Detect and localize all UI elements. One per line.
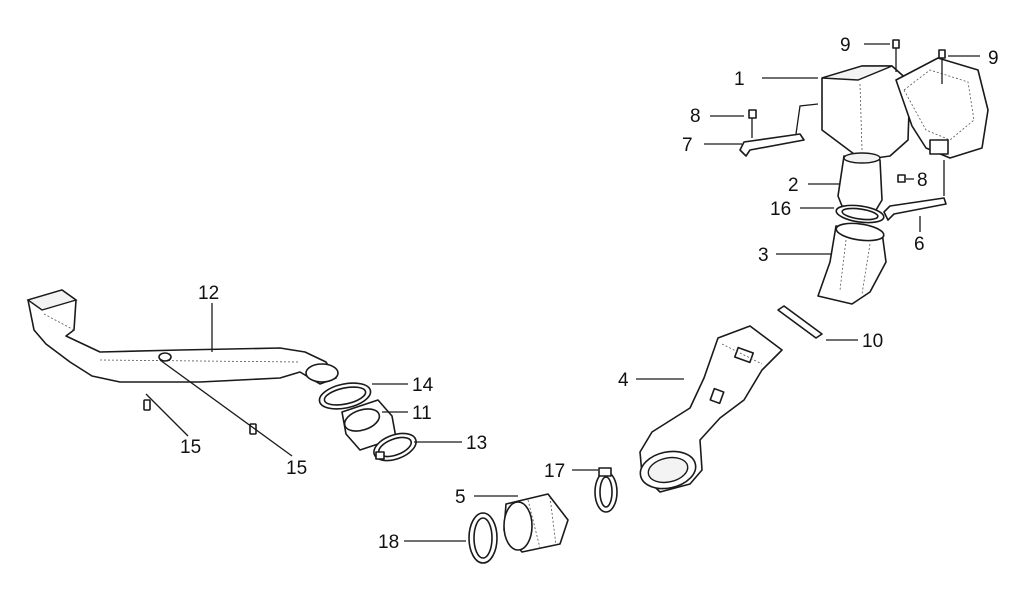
callout-11: 11 (412, 403, 432, 424)
screw-9a (892, 39, 900, 72)
gasket-16 (835, 204, 885, 224)
callout-8b: 8 (917, 170, 928, 191)
intake-pipe-12 (26, 289, 339, 385)
screw-8a (748, 109, 757, 138)
screw-9b (938, 49, 946, 84)
callout-10: 10 (862, 331, 883, 352)
leader-lines (145, 43, 980, 542)
bracket-6 (883, 160, 947, 221)
air-box-housing-1 (821, 57, 989, 161)
hose-clamp-17 (594, 467, 618, 513)
callout-16: 16 (770, 199, 791, 220)
gasket-ring-14 (318, 382, 372, 410)
middle-duct-4 (639, 325, 783, 493)
hose-clamp-13 (373, 432, 417, 462)
callout-15a: 15 (180, 437, 201, 458)
callout-4: 4 (618, 370, 629, 391)
callout-6: 6 (914, 234, 925, 255)
strap-10 (777, 305, 823, 339)
bracket-7 (739, 103, 819, 157)
callout-17: 17 (544, 461, 565, 482)
callout-15b: 15 (286, 458, 307, 479)
ring-18 (468, 512, 498, 564)
callout-8a: 8 (690, 106, 701, 127)
callout-9a: 9 (840, 35, 851, 56)
connector-duct-2 (837, 152, 883, 211)
callout-18: 18 (378, 532, 399, 553)
callout-3: 3 (758, 245, 769, 266)
bolt-15a (143, 399, 151, 411)
callout-labels: 1 2 3 4 5 6 7 8 8 9 9 10 11 12 13 14 15 … (180, 35, 999, 553)
elbow-duct-3 (817, 222, 887, 305)
callout-9b: 9 (988, 48, 999, 69)
callout-5: 5 (455, 487, 466, 508)
callout-1: 1 (734, 69, 745, 90)
rubber-coupler-5 (503, 493, 569, 553)
callout-13: 13 (466, 433, 487, 454)
callout-7: 7 (682, 135, 693, 156)
callout-14: 14 (412, 375, 434, 396)
callout-12: 12 (198, 283, 219, 304)
callout-2: 2 (788, 175, 799, 196)
screw-8b (897, 174, 906, 183)
